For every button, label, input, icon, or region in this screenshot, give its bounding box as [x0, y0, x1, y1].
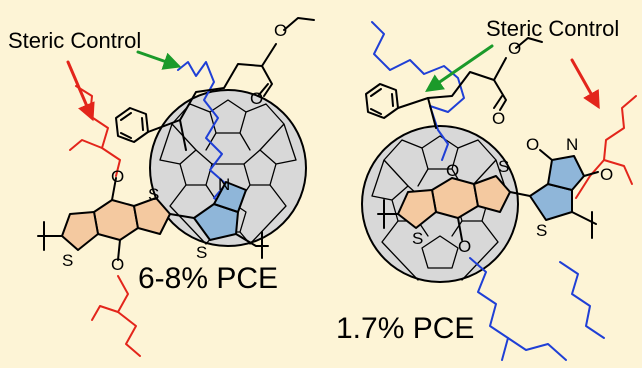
right-ester-carbonyl-bond [493, 79, 507, 111]
left-o-top-bond [111, 177, 117, 201]
right-blue-chain-bottom-right [559, 261, 605, 339]
left-bridge-bond [179, 119, 187, 151]
left-atom-o-bottom: O [111, 255, 124, 274]
left-red-chain-top-branch [69, 139, 103, 151]
right-ester-carbonyl-double [493, 95, 503, 109]
right-tpd-imide [547, 155, 585, 191]
right-o-bottom-bond [457, 217, 463, 241]
left-red-arrow [66, 60, 95, 122]
left-bdt-thiophene-left [61, 211, 99, 251]
right-bdt-thiophene-right [473, 175, 511, 213]
right-atom-s-thiophene: S [536, 221, 547, 240]
left-red-chain-bottom [117, 275, 141, 357]
left-atom-s-bdt-left: S [62, 251, 73, 270]
right-blue-chain-bottom-tail [507, 337, 567, 361]
right-atom-n-imide: N [566, 135, 578, 154]
right-red-arrow [570, 58, 600, 110]
left-pce-label: 6-8% PCE [138, 262, 278, 295]
right-atom-s-bdt-right: S [498, 157, 509, 176]
right-atom-o-imide-right: O [600, 165, 613, 184]
right-phenyl-double-bonds [370, 88, 394, 115]
left-bdt-thiophene-right [133, 197, 171, 235]
right-red-chain-branch [603, 159, 633, 185]
right-imide-carbonyl-right [583, 171, 599, 177]
right-bdt-thiophene-left [397, 189, 437, 229]
right-bridge-bond [427, 97, 437, 129]
left-atom-o-ester-methoxy: O [274, 21, 287, 40]
right-inter-ring-bond [509, 191, 531, 197]
right-atom-o-ester-carbonyl: O [492, 109, 505, 128]
left-atom-o-ester-carbonyl: O [250, 89, 263, 108]
right-green-arrow [425, 44, 494, 93]
left-polymer-bond-right [235, 233, 269, 247]
left-phenyl-double-bonds [120, 112, 144, 139]
right-atom-o-top: O [446, 161, 459, 180]
left-panel [37, 17, 315, 357]
right-red-chain [575, 95, 637, 199]
left-atom-n-imide: N [218, 175, 230, 194]
right-atom-o-bottom: O [458, 237, 471, 256]
left-tpd-imide [213, 181, 247, 213]
left-tpd-thiophene [193, 203, 239, 241]
right-pce-label: 1.7% PCE [336, 312, 474, 345]
left-steric-control-label: Steric Control [8, 28, 141, 53]
right-ester-chain [397, 57, 507, 109]
left-atom-s-bdt-right: S [148, 185, 159, 204]
left-ester-methyl [283, 17, 315, 31]
right-imide-carbonyl-left [539, 149, 553, 161]
right-tpd-thiophene [529, 183, 573, 221]
right-atom-o-imide-left: O [526, 135, 539, 154]
right-atom-s-bdt-left: S [412, 229, 423, 248]
left-atom-s-thiophene: S [196, 243, 207, 262]
left-green-arrow [136, 50, 182, 70]
left-inter-ring-bond [169, 213, 195, 219]
right-atom-o-ester-methoxy: O [508, 39, 521, 58]
left-ester-carbonyl-double [257, 83, 269, 97]
left-atom-o-top: O [111, 167, 124, 186]
left-o-bottom-bond [117, 239, 121, 261]
right-blue-chain-top [371, 21, 465, 113]
right-ester-methyl [515, 37, 543, 49]
left-red-chain-top [75, 85, 121, 177]
right-panel [361, 21, 637, 361]
left-fullerene [149, 89, 307, 247]
left-red-chain-bottom-branch [91, 305, 119, 321]
left-ester-carbonyl-bond [261, 65, 273, 97]
right-steric-control-label: Steric Control [486, 16, 619, 41]
